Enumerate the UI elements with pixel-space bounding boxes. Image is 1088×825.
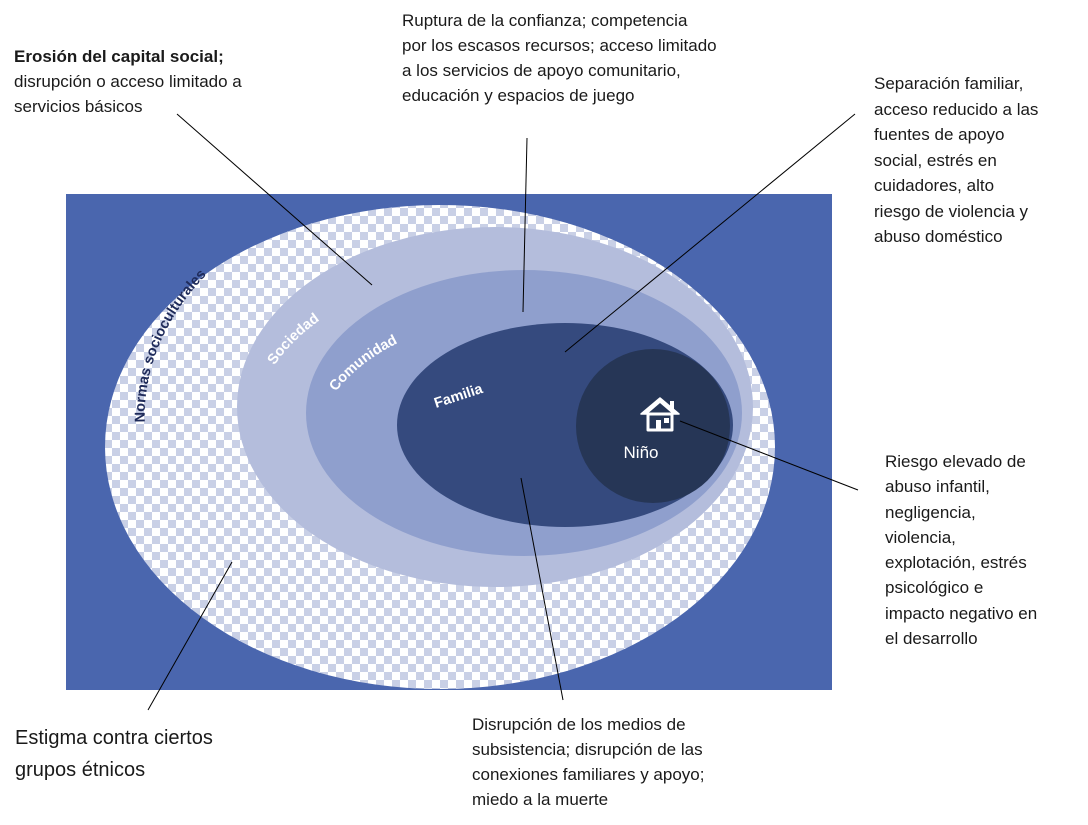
annotation-line: fuentes de apoyo bbox=[874, 125, 1005, 144]
annotation-line: psicológico e bbox=[885, 578, 984, 598]
label-nino: Niño bbox=[624, 443, 659, 462]
annotation-confianza: Ruptura de la confianza; competencia por… bbox=[402, 8, 762, 108]
annotation-line: subsistencia; disrupción de las bbox=[472, 740, 703, 759]
layer-nino bbox=[576, 349, 730, 503]
annotation-line: grupos étnicos bbox=[15, 759, 146, 781]
leader-line-riesgo bbox=[679, 420, 859, 491]
annotation-line: por los escasos recursos; acceso limitad… bbox=[402, 36, 717, 55]
annotation-riesgo: Riesgo elevado de abuso infantil, neglig… bbox=[885, 449, 1085, 651]
annotation-line: social, estrés en bbox=[874, 150, 997, 170]
annotation-line: impacto negativo en bbox=[885, 603, 1038, 623]
leader-line-confianza bbox=[522, 137, 528, 313]
annotation-capital-social-heading: Erosión del capital social; bbox=[14, 47, 224, 66]
annotation-line: violencia, bbox=[885, 527, 956, 547]
annotation-line: explotación, estrés bbox=[885, 553, 1027, 573]
annotation-line: abuso doméstico bbox=[874, 227, 1003, 246]
annotation-line: negligencia, bbox=[885, 502, 976, 522]
annotation-separacion: Separación familiar, acceso reducido a l… bbox=[874, 71, 1084, 250]
annotation-line: a los servicios de apoyo comunitario, bbox=[402, 61, 681, 80]
annotation-line: Disrupción de los medios de bbox=[472, 715, 686, 734]
leader-line-capital-social bbox=[176, 113, 373, 286]
annotation-line: Estigma contra ciertos bbox=[15, 727, 213, 749]
annotation-capital-social: Erosión del capital social; disrupción o… bbox=[14, 44, 334, 119]
annotation-line: acceso reducido a las bbox=[874, 99, 1039, 119]
annotation-line: el desarrollo bbox=[885, 629, 978, 649]
annotation-line: abuso infantil, bbox=[885, 477, 990, 497]
annotation-line: cuidadores, alto bbox=[874, 176, 995, 195]
annotation-line: servicios básicos bbox=[14, 97, 143, 116]
annotation-subsistencia: Disrupción de los medios de subsistencia… bbox=[472, 712, 802, 812]
annotation-line: Separación familiar, bbox=[874, 74, 1024, 93]
annotation-line: Riesgo elevado de bbox=[885, 452, 1026, 471]
annotation-line: miedo a la muerte bbox=[472, 790, 609, 809]
leader-line-estigma bbox=[147, 561, 233, 711]
annotation-line: educación y espacios de juego bbox=[402, 86, 635, 105]
annotation-line: disrupción o acceso limitado a bbox=[14, 72, 242, 91]
annotation-estigma: Estigma contra ciertos grupos étnicos bbox=[15, 722, 315, 786]
leader-line-separacion bbox=[564, 113, 856, 353]
leader-line-subsistencia bbox=[520, 477, 564, 701]
house-icon bbox=[640, 397, 680, 432]
annotation-line: conexiones familiares y apoyo; bbox=[472, 765, 705, 784]
annotation-line: Ruptura de la confianza; competencia bbox=[402, 11, 688, 30]
annotation-line: riesgo de violencia y bbox=[874, 201, 1029, 221]
